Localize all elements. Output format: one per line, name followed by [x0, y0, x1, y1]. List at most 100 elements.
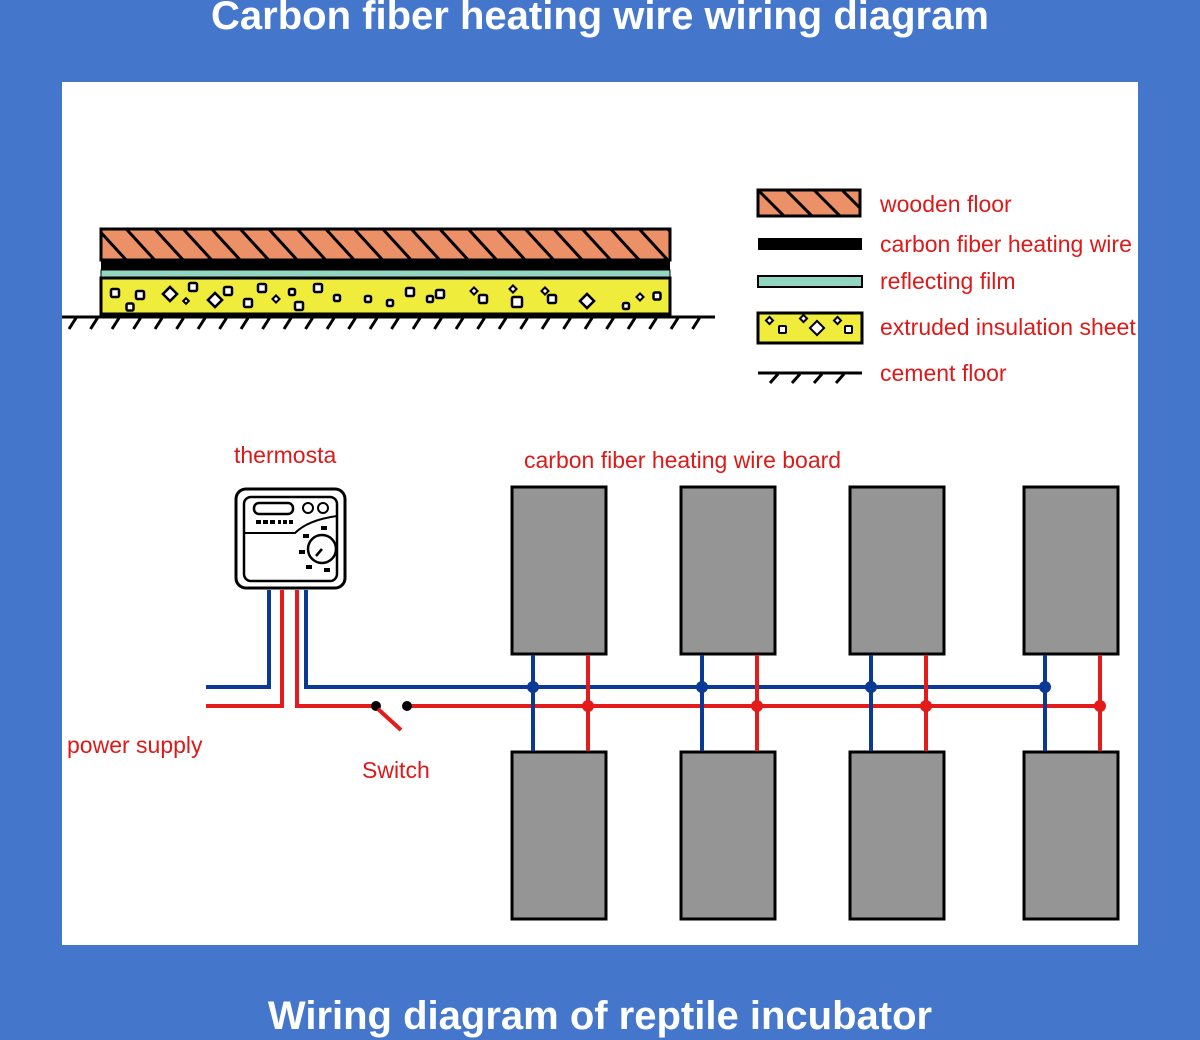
reflecting-film-swatch [757, 275, 863, 288]
legend-item-insulation-sheet: extruded insulation sheet [756, 311, 1136, 345]
hatch-line [583, 317, 594, 330]
wiring [206, 590, 1101, 708]
hatch-line [67, 317, 78, 330]
particle [242, 297, 254, 309]
hatch-line [454, 317, 465, 330]
hatch-line [523, 229, 556, 260]
hatch-line [608, 229, 642, 260]
legend-label: wooden floor [879, 191, 1012, 217]
particle [508, 284, 518, 294]
hatch-line [497, 317, 508, 330]
particle [161, 285, 179, 303]
particle [652, 291, 662, 301]
floor-cross-section [62, 227, 715, 330]
particle [385, 298, 395, 308]
legend-item-reflecting-film: reflecting film [757, 268, 1015, 294]
hatch-line [437, 229, 471, 260]
insulation-particles [109, 281, 662, 312]
particle [332, 293, 342, 303]
legend-label: reflecting film [880, 268, 1015, 294]
live-junction [582, 700, 594, 712]
heating-wire-swatch [758, 238, 862, 250]
hatch-line [409, 229, 442, 260]
switch-icon[interactable] [371, 701, 412, 732]
legend-item-cement-floor: cement floor [758, 360, 1007, 386]
page-title: Carbon fiber heating wire wiring diagram [211, 0, 989, 38]
neutral-junction [865, 681, 877, 693]
particle [404, 286, 416, 298]
particle [181, 296, 191, 306]
particle [469, 286, 479, 296]
particle [312, 282, 324, 294]
hatch-line [175, 317, 185, 330]
hatch-line [626, 317, 637, 330]
legend-cement-hatch [768, 373, 846, 384]
hatch-line [551, 229, 585, 260]
hatch-line [266, 229, 300, 260]
hatch-line [181, 229, 214, 260]
hatch-line [239, 317, 250, 330]
heating-board [510, 750, 608, 921]
neutral-junction [1039, 681, 1051, 693]
particle [125, 302, 135, 312]
heating-boards [510, 485, 1120, 921]
neutral-junction [696, 681, 708, 693]
hatch-line [433, 317, 443, 330]
hatch-line [466, 229, 499, 260]
particle [546, 293, 558, 305]
hatch-line [101, 230, 129, 260]
particle [222, 285, 234, 297]
hatch-line [648, 317, 658, 330]
wood-hatch-lines [101, 229, 670, 260]
hatch-line [218, 317, 228, 330]
particle [256, 282, 268, 294]
heating-board [679, 485, 777, 656]
hatch-line [304, 317, 314, 330]
hatch-line [110, 317, 121, 330]
legend: wooden floor carbon fiber heating wire r… [756, 188, 1136, 386]
thermostat-live-out-wire [295, 590, 376, 708]
particle [477, 293, 489, 305]
particle [510, 295, 524, 309]
hatch-line [691, 317, 701, 330]
legend-label: extruded insulation sheet [880, 314, 1136, 340]
hatch-line [380, 229, 414, 260]
particle [187, 281, 199, 293]
hatch-line [238, 229, 271, 260]
hatch-line [352, 229, 385, 260]
heating-board [510, 485, 608, 656]
diagram-panel: wooden floor carbon fiber heating wire r… [62, 82, 1138, 945]
hatch-line [368, 317, 379, 330]
hatch-line [637, 229, 670, 260]
particle [621, 301, 631, 311]
hatch-line [89, 317, 99, 330]
hatch-line [196, 317, 207, 330]
legend-wood-hatch [758, 190, 860, 216]
hatch-line [325, 317, 336, 330]
particle [287, 287, 297, 297]
particle [363, 294, 373, 304]
legend-item-wooden-floor: wooden floor [756, 188, 1012, 218]
hatch-line [390, 317, 400, 330]
hatch-line [411, 317, 422, 330]
hatch-line [153, 317, 164, 330]
legend-label: cement floor [880, 360, 1007, 386]
neutral-junction [527, 681, 539, 693]
hatch-line [519, 317, 529, 330]
heating-wire-layer [101, 259, 670, 270]
footer-title: Wiring diagram of reptile incubator [267, 994, 933, 1038]
particle [578, 292, 596, 310]
hatch-line [580, 229, 613, 260]
hatch-line [132, 317, 142, 330]
particle [109, 287, 121, 299]
legend-label: carbon fiber heating wire [880, 231, 1132, 257]
hatch-line [152, 229, 186, 260]
heating-board [1022, 485, 1120, 656]
particle [271, 294, 281, 304]
hatch-line [124, 229, 157, 260]
power-supply-label: power supply [67, 732, 203, 758]
insulation-sheet-layer [99, 276, 672, 316]
live-junction [1094, 700, 1106, 712]
heating-board [679, 750, 777, 921]
hatch-line [347, 317, 357, 330]
